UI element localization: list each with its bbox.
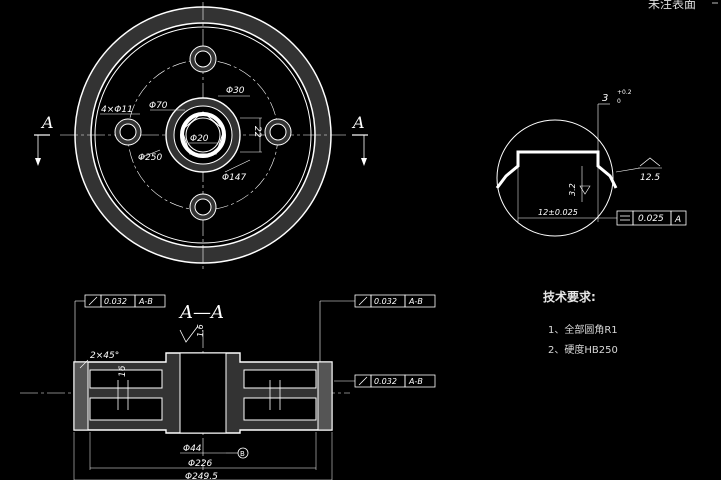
note-item-1: 1、全部圆角R1	[548, 323, 618, 336]
dim-bore-label: Φ70	[149, 101, 168, 111]
runout-frame-3: 0.032 A-B	[334, 374, 436, 388]
flatness-datum-box	[670, 210, 687, 226]
detail-roughness-label: 12.5	[640, 173, 660, 183]
dim-bolt-circle-label: Φ250	[138, 153, 163, 163]
height-dim-label: 16	[118, 365, 128, 377]
flatness-symbol-box	[616, 210, 634, 226]
cavity-lower-left	[89, 397, 163, 421]
detail-depth-label: 3.2	[568, 183, 577, 196]
detail-view: 3 +0.2 0 12.5 3.2 12±0.025 0.025 A	[495, 89, 687, 237]
dim-width-label: 22	[252, 126, 262, 138]
hub-bore	[185, 117, 221, 153]
left-rim	[73, 361, 89, 431]
section-title: A—A	[178, 302, 224, 323]
right-rim	[317, 361, 333, 431]
runout-datum-3: A-B	[408, 377, 423, 386]
top-view: 4×Φ11 Φ70 Φ30 Φ20 22 Φ250 Φ147 A A	[34, 2, 368, 272]
dim-inner-label: Φ147	[222, 173, 247, 183]
notes-heading: 技术要求:	[543, 289, 596, 304]
bolt-hole-bottom	[189, 193, 217, 221]
leader-bolt-circle	[139, 149, 161, 159]
dim-outer-label: Φ249.5	[185, 472, 218, 480]
section-view: A—A 2×45° 16 1.6 0.032	[20, 294, 436, 480]
scale-sub: 0	[617, 98, 621, 105]
bolt-hole-right	[264, 118, 292, 146]
detail-roughness-leader	[615, 167, 641, 173]
section-letter-left: A	[40, 113, 54, 132]
detail-groove-profile	[495, 150, 618, 189]
detail-depth-roughness	[579, 185, 591, 195]
detail-width-label: 12±0.025	[538, 208, 578, 217]
scale-prefix: 3	[602, 93, 608, 104]
dim-hub-label: Φ30	[226, 86, 245, 96]
dim-226-label: Φ226	[188, 459, 213, 469]
cavity-upper-left	[89, 369, 163, 389]
chamfer-label: 2×45°	[90, 351, 119, 361]
detail-roughness-symbol	[639, 157, 661, 167]
runout-tol-3: 0.032	[374, 377, 397, 386]
technical-notes: 技术要求: 1、全部圆角R1 2、硬度HB250	[543, 289, 618, 356]
runout-tol-2: 0.032	[374, 297, 397, 306]
scale-sup: +0.2	[617, 89, 632, 96]
bolt-hole-top	[189, 45, 217, 73]
note-item-2: 2、硬度HB250	[548, 343, 618, 356]
dim-bore-label: Φ44	[183, 444, 202, 454]
section-arrowhead-right	[361, 158, 367, 166]
section-arrowhead-left	[35, 158, 41, 166]
runout-tol-1: 0.032	[104, 297, 127, 306]
section-letter-right: A	[351, 113, 365, 132]
leader-inner	[224, 159, 251, 173]
datum-b-circle	[237, 447, 249, 459]
flatness-datum: A	[674, 215, 681, 225]
surface-finish-note: 未注表面	[648, 0, 696, 11]
roughness-symbol	[179, 325, 199, 343]
hub-bore-section	[179, 352, 227, 434]
chamfer-leader	[79, 359, 89, 369]
runout-frame-1: 0.032 A-B	[74, 294, 166, 362]
runout-datum-1: A-B	[138, 297, 153, 306]
runout-frame-2: 0.032 A-B	[319, 294, 436, 362]
flatness-tol: 0.025	[638, 214, 664, 224]
bolt-hole-left	[114, 118, 142, 146]
runout-datum-2: A-B	[408, 297, 423, 306]
hub-key	[181, 111, 225, 155]
datum-b-letter: B	[240, 450, 245, 458]
roughness-label: 1.6	[196, 324, 205, 337]
detail-boundary	[496, 119, 614, 237]
dim-holes-label: 4×Φ11	[101, 105, 133, 115]
dim-center-label: Φ20	[190, 134, 209, 144]
